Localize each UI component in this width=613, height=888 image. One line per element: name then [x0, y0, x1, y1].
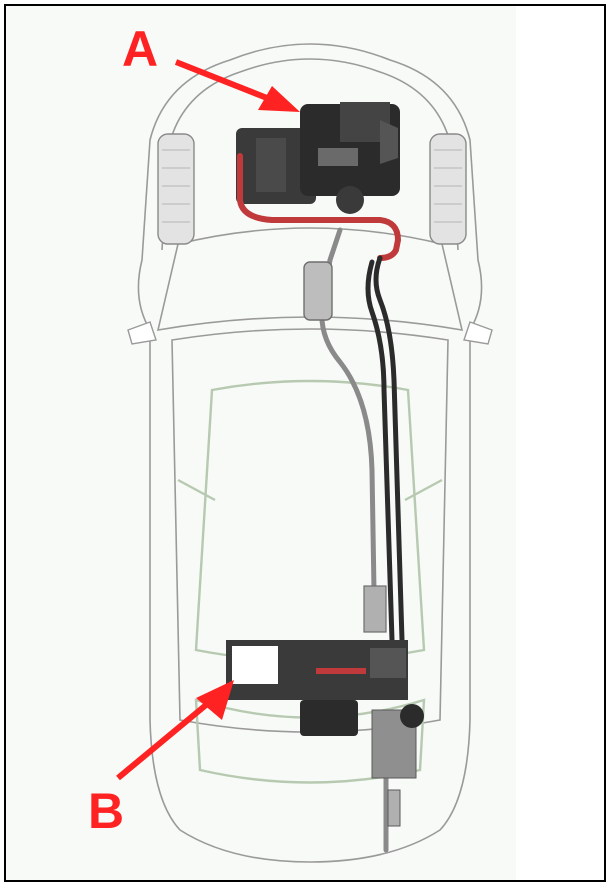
coolant-lines	[365, 255, 405, 643]
engine-assembly	[236, 102, 400, 214]
left-mirror	[127, 321, 157, 345]
callout-arrow-a	[174, 59, 300, 112]
rear-heater-unit	[226, 640, 424, 827]
right-mirror	[463, 321, 493, 345]
front-right-wheel	[429, 133, 467, 245]
label-a: A	[122, 21, 159, 77]
center-muffler	[363, 585, 387, 633]
callout-arrow-b	[116, 680, 234, 781]
catalytic-converter	[303, 261, 333, 321]
heater-hose	[237, 153, 402, 261]
front-left-wheel	[157, 133, 195, 245]
label-b: B	[88, 783, 125, 839]
